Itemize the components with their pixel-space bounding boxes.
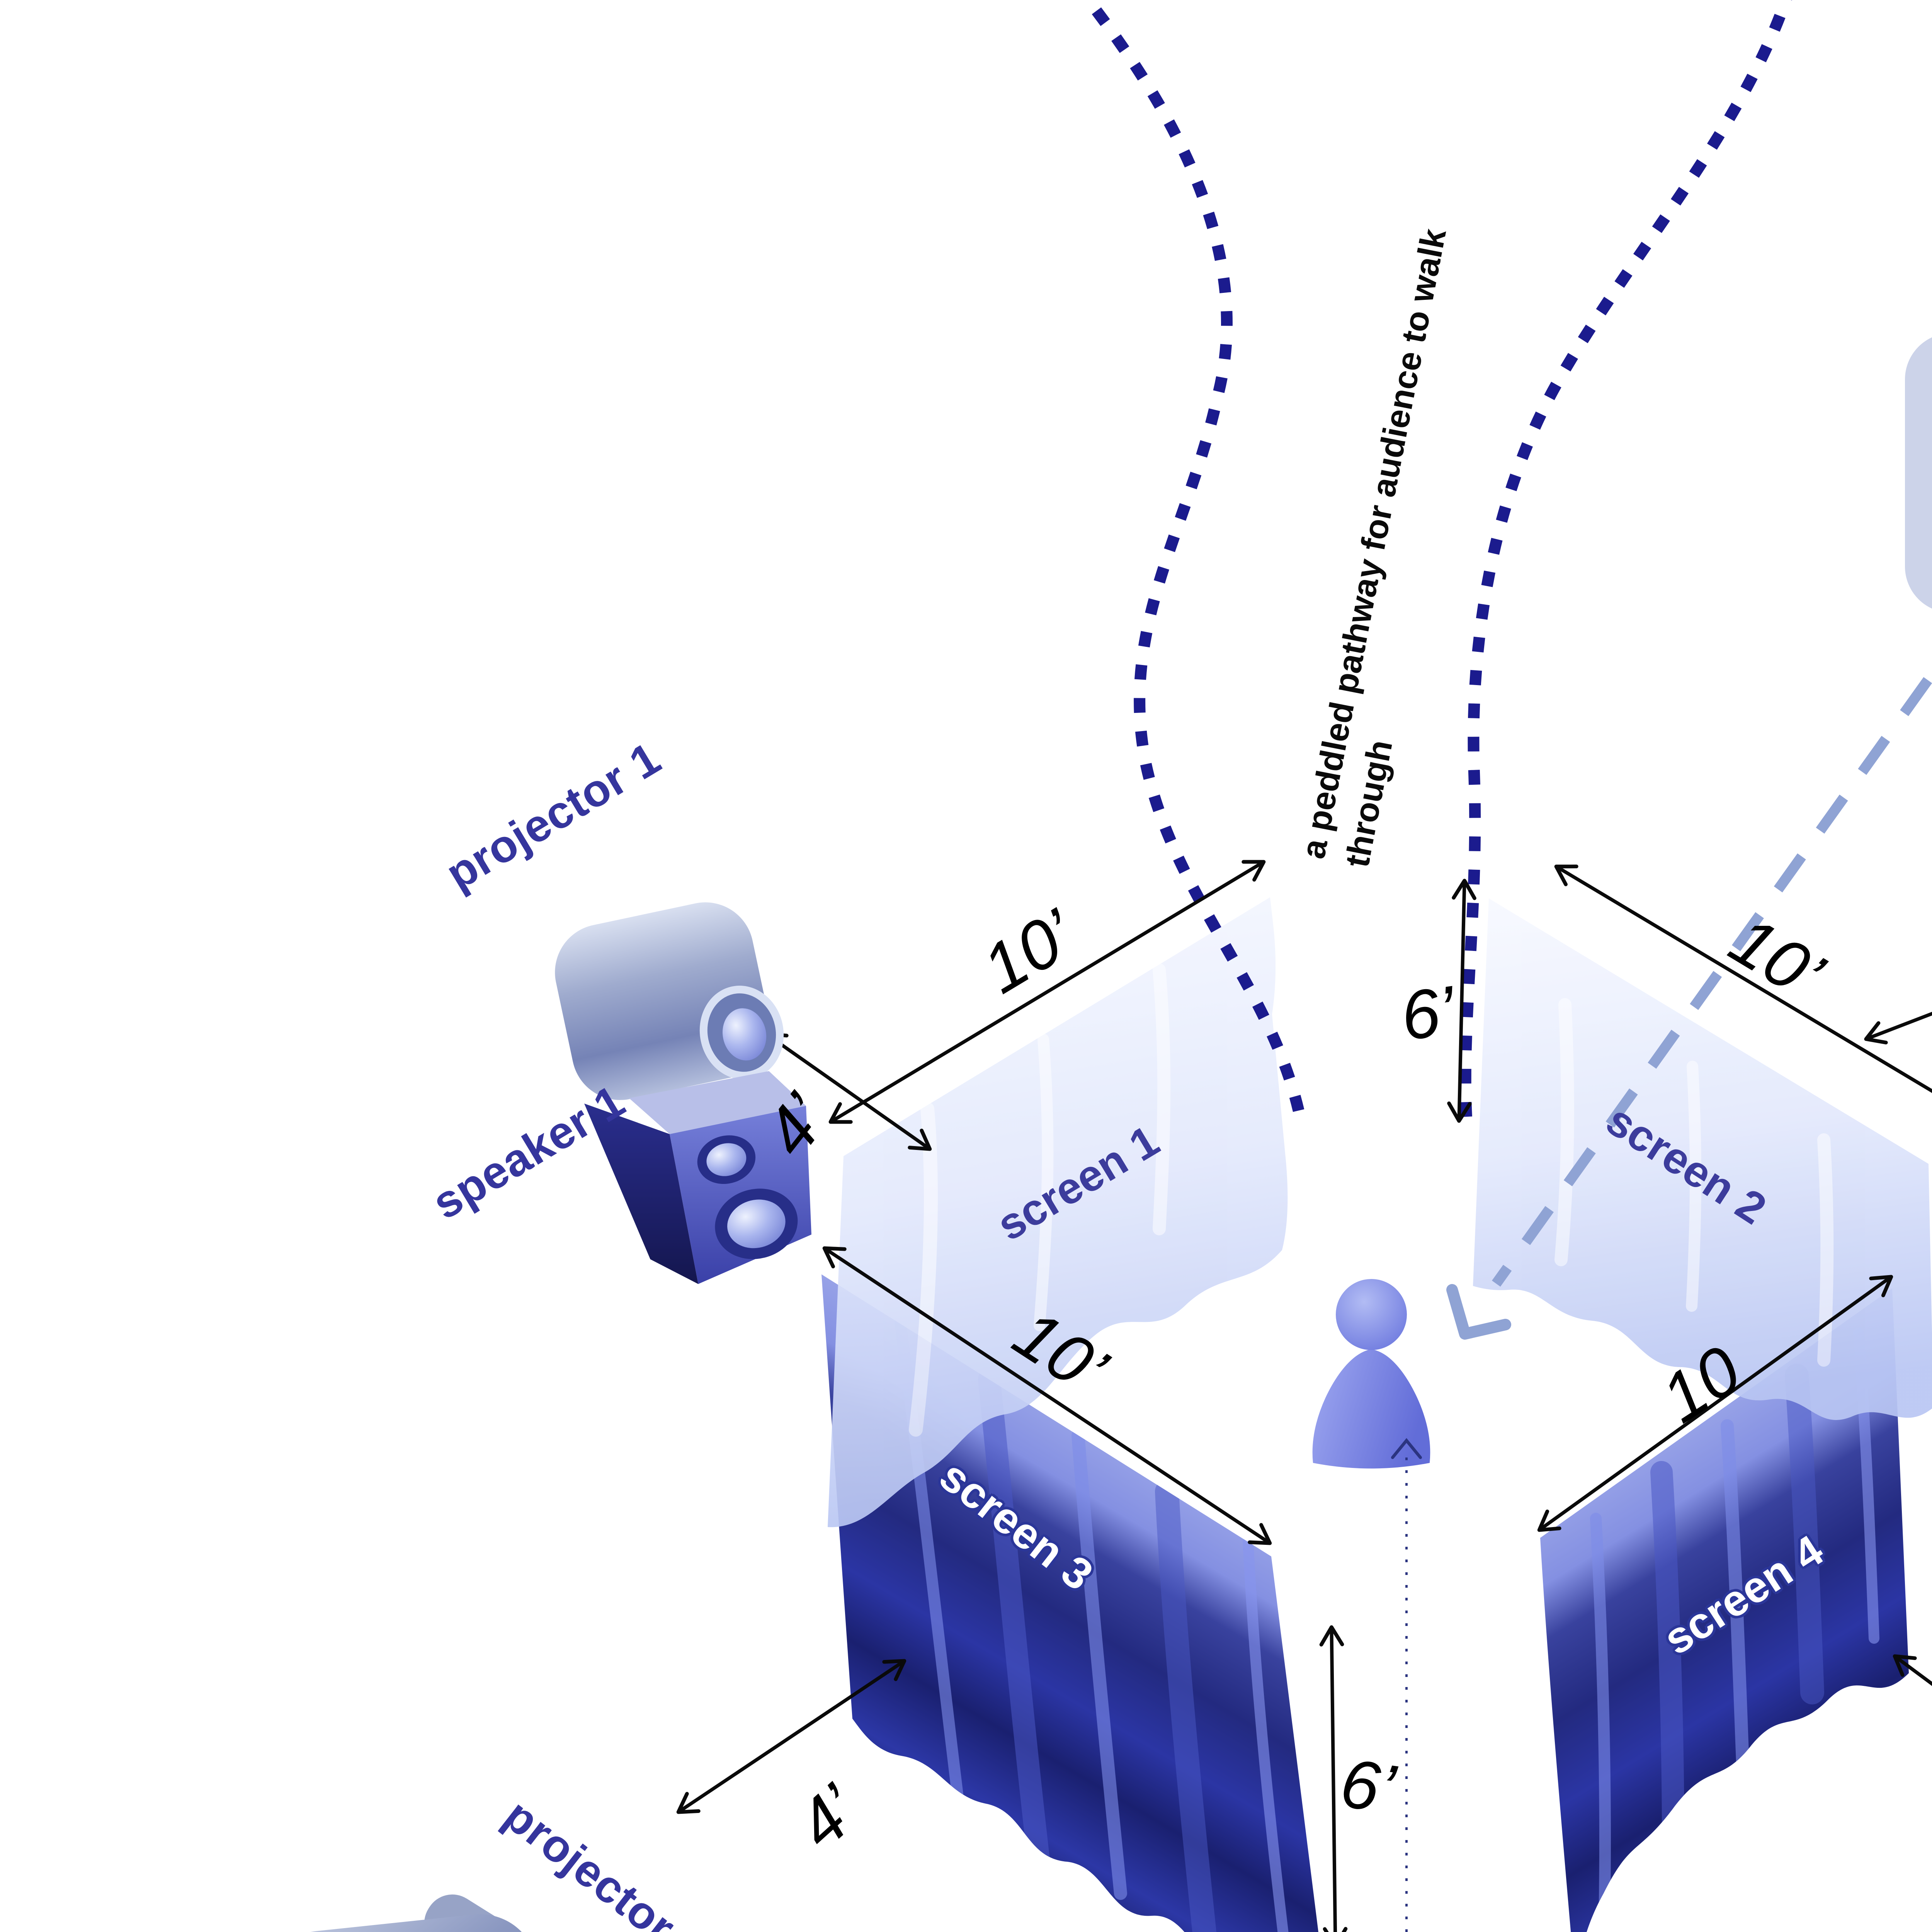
performer-pawn-icon	[1312, 1279, 1430, 1469]
dim-arrow-screen2-height	[1447, 879, 1476, 1123]
dim-arrow-screen2-width	[1554, 864, 1932, 1119]
screen3-height-dimension: 6’	[1336, 1744, 1400, 1828]
stand-pointer-line	[1391, 1438, 1422, 1932]
screen2-height-dimension: 6’	[1396, 971, 1460, 1055]
projector-3-icon	[264, 1894, 543, 1932]
projector-1-icon	[555, 902, 784, 1100]
dim-arrow-screen4-width	[1537, 1275, 1893, 1532]
pathway-dashes-left	[1081, 0, 1307, 1125]
dimension-arrows	[676, 860, 1932, 1932]
dim-arrow-screen3-width	[822, 1246, 1272, 1545]
dim-arrow-screen3-offset	[676, 1659, 906, 1814]
dim-arrow-screen3-height	[1319, 1625, 1348, 1932]
callout-note: Performer performs for one day Audiences…	[1905, 333, 1932, 613]
dim-arrow-screen1-offset	[764, 1032, 932, 1151]
speaker-1-icon	[584, 1071, 811, 1284]
dim-arrow-screen4-offset	[1893, 1654, 1932, 1806]
callout-pointer-arrow	[1446, 665, 1932, 1340]
dim-arrow-screen2-offset	[1864, 966, 1932, 1044]
callout-list: Performer performs for one day Audiences…	[1905, 376, 1932, 570]
